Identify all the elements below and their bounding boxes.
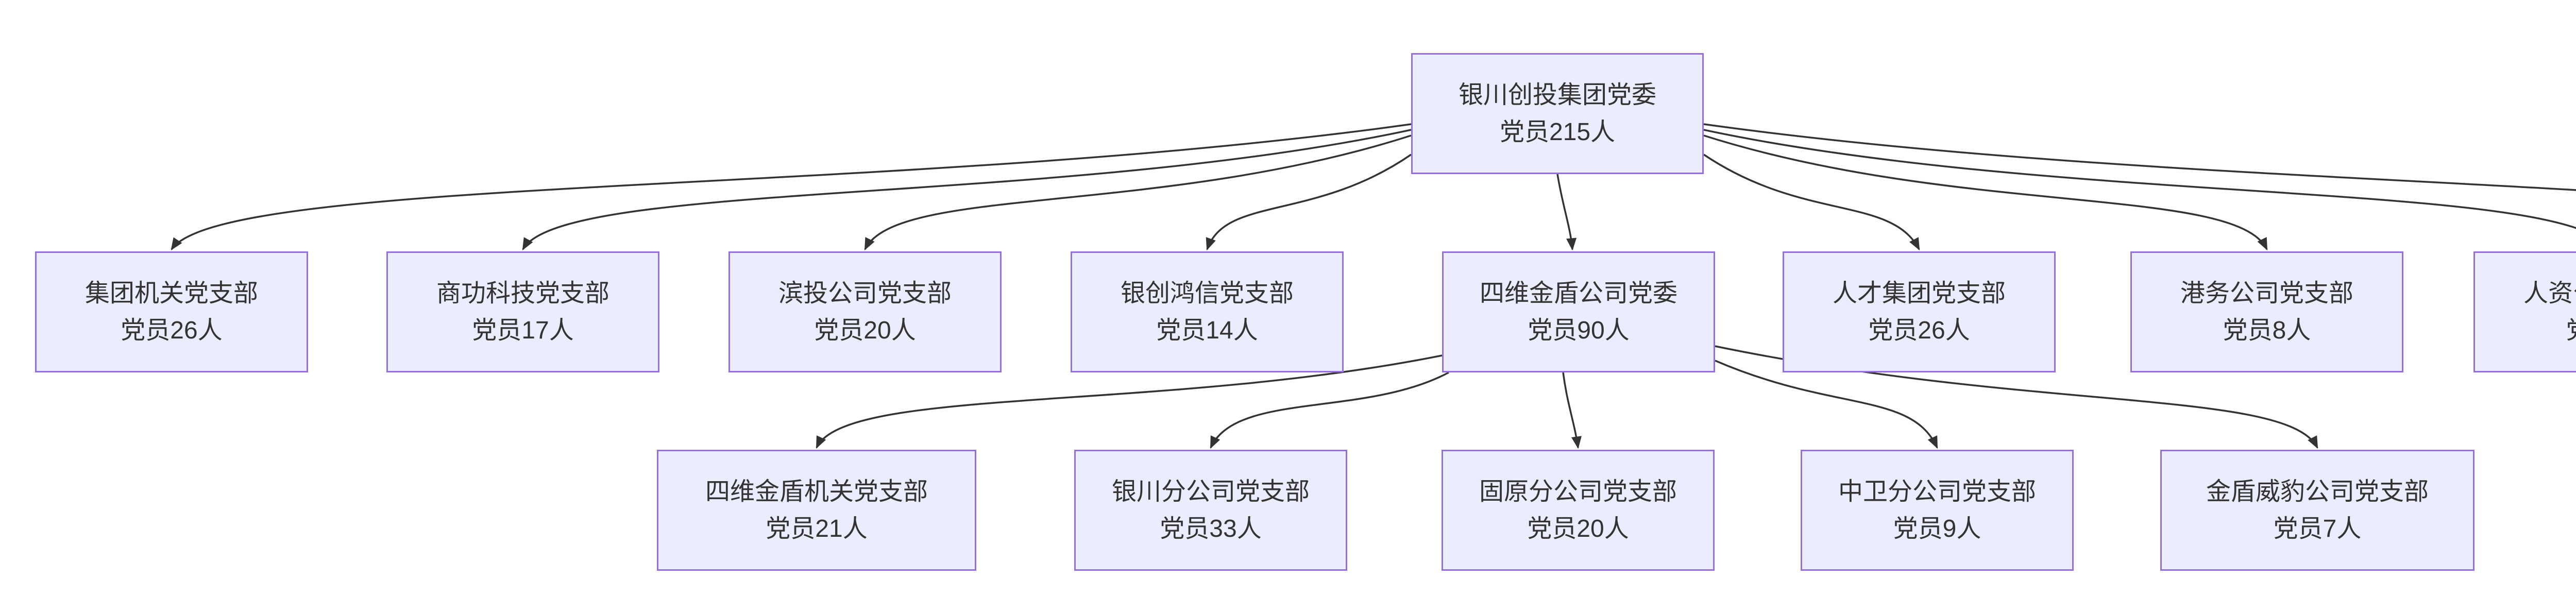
org-node-members: 党员8人	[2223, 316, 2311, 344]
org-node-title: 四维金盾机关党支部	[705, 478, 928, 505]
org-node-members: 党员5人	[2566, 312, 2576, 349]
org-node-l2-gangwu: 港务公司党支部 党员8人	[2130, 251, 2403, 372]
org-node-l2-jituanjiguan: 集团机关党支部 党员26人	[35, 251, 308, 372]
edge-root-to-siweijindun	[1556, 174, 1577, 251]
org-node-l3-guyuanfen: 固原分公司党支部 党员20人	[1442, 450, 1715, 571]
org-node-root: 银川创投集团党委 党员215人	[1411, 53, 1704, 174]
edge-root-to-jituanjiguan	[171, 123, 1412, 250]
org-node-l2-renzi: 人资公司党支部 党员5人	[2473, 251, 2576, 372]
org-node-title: 商功科技党支部	[436, 279, 609, 307]
org-node-members: 党员17人	[472, 316, 574, 344]
org-node-l3-jindunweibao: 金盾威豹公司党支部 党员7人	[2160, 450, 2475, 571]
edge-root-to-renzi	[1703, 129, 2576, 229]
edge-root-to-shanggongkeji	[522, 129, 1412, 251]
org-node-l2-rencaijituan: 人才集团党支部 党员26人	[1783, 251, 2056, 372]
org-node-title: 四维金盾公司党委	[1479, 279, 1677, 307]
org-node-title: 银川创投集团党委	[1458, 81, 1656, 109]
org-node-members: 党员26人	[1868, 316, 1970, 344]
edge-siweijindun-to-zhongweifen	[1715, 360, 1938, 449]
org-node-title: 银川分公司党支部	[1111, 478, 1310, 505]
org-node-l3-siweijiguan: 四维金盾机关党支部 党员21人	[657, 450, 976, 571]
org-node-title: 固原分公司党支部	[1479, 478, 1677, 505]
org-node-l3-yinchuanfen: 银川分公司党支部 党员33人	[1074, 450, 1347, 571]
org-node-l2-bintou: 滨投公司党支部 党员20人	[728, 251, 1002, 372]
org-node-members: 党员215人	[1499, 118, 1616, 146]
edge-siweijindun-to-yinchuanfen	[1210, 371, 1449, 449]
edge-siweijindun-to-jiguan	[816, 354, 1443, 449]
org-node-title: 港务公司党支部	[2180, 279, 2353, 307]
org-node-members: 党员90人	[1528, 316, 1630, 344]
org-node-members: 党员21人	[766, 515, 868, 542]
org-node-title: 滨投公司党支部	[778, 279, 952, 307]
org-node-members: 党员20人	[1527, 515, 1629, 542]
org-node-members: 党员9人	[1893, 515, 1981, 542]
org-node-title: 集团机关党支部	[84, 279, 258, 307]
org-node-members: 党员33人	[1160, 515, 1262, 542]
edge-siweijindun-to-guyuanfen	[1562, 372, 1582, 449]
org-node-members: 党员26人	[121, 316, 223, 344]
org-node-l2-yinchuanghongxin: 银创鸿信党支部 党员14人	[1071, 251, 1344, 372]
org-node-members: 党员7人	[2273, 515, 2362, 542]
org-node-l3-zhongweifen: 中卫分公司党支部 党员9人	[1801, 450, 2074, 571]
edge-root-to-landun	[1703, 123, 2576, 191]
edge-root-to-rencaijituan	[1703, 154, 1920, 251]
edge-root-to-yinchuanghongxin	[1206, 154, 1412, 251]
org-node-l2-siweijindun: 四维金盾公司党委 党员90人	[1442, 251, 1715, 372]
edge-root-to-bintou	[864, 134, 1412, 251]
org-node-title: 人才集团党支部	[1832, 279, 2006, 307]
org-node-members: 党员20人	[814, 316, 916, 344]
org-node-l2-shanggongkeji: 商功科技党支部 党员17人	[386, 251, 659, 372]
org-node-title: 金盾威豹公司党支部	[2206, 478, 2429, 505]
org-node-title: 银创鸿信党支部	[1120, 279, 1294, 307]
org-node-title: 人资公司党支部	[2523, 279, 2576, 307]
org-node-members: 党员14人	[1156, 316, 1258, 344]
edge-root-to-gangwu	[1703, 134, 2268, 251]
org-node-title: 中卫分公司党支部	[1838, 478, 2036, 505]
